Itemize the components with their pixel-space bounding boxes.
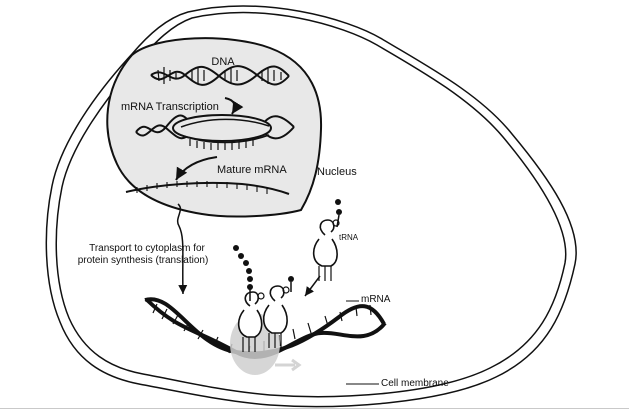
amino-acid-chain-left [233,245,253,301]
mature-mrna-arrow [175,156,218,181]
trna-label: tRNA [339,233,359,242]
transport-label-line-1: Transport to cytoplasm for [89,243,205,254]
mature-mrna-strand [125,181,290,195]
dna-helix-transcription [135,114,295,150]
cell-membrane-outer [45,5,577,408]
transport-label-line-2: protein synthesis (translation) [77,255,209,266]
transcription-label: mRNA Transcription [121,101,219,113]
nucleus-label: Nucleus [317,166,357,178]
mature-mrna-label: Mature mRNA [217,164,287,176]
cell-membrane-inner [55,11,567,398]
trna-arrow [304,275,321,297]
dna-helix-top [150,65,290,86]
trna-molecule-left [237,291,265,352]
bottom-border-line [0,408,629,409]
transcription-arrow [224,97,244,115]
trna-molecule-middle [262,285,290,348]
amino-acid-chain-free [335,199,342,228]
mrna-label: mRNA [361,294,391,305]
transport-arrow [176,203,188,295]
trna-molecule-free [312,219,340,281]
cell-membrane-label: Cell membrane [381,378,449,389]
amino-acid-middle [288,276,294,292]
dna-label: DNA [211,56,235,68]
